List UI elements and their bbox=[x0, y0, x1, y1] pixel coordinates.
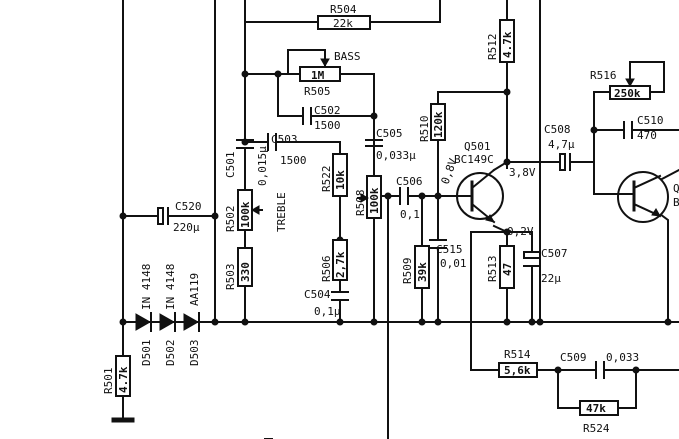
r510-body bbox=[430, 103, 446, 141]
transistors bbox=[456, 160, 669, 224]
c509-name: C509 bbox=[560, 351, 587, 364]
c504-name: C504 bbox=[304, 288, 331, 301]
d503-name: D503 bbox=[188, 340, 201, 367]
c510-value: 470 bbox=[637, 129, 657, 142]
c505-name: C505 bbox=[376, 127, 403, 140]
r522-value: 10k bbox=[334, 170, 347, 190]
r508-name: R508 bbox=[354, 190, 367, 217]
ground-symbol bbox=[111, 417, 135, 423]
junction-dots bbox=[119, 70, 672, 374]
voltage-emitter: 0,2V bbox=[507, 225, 534, 238]
r505-name: R505 bbox=[304, 85, 331, 98]
r512-body bbox=[499, 19, 515, 63]
r514-name: R514 bbox=[504, 348, 531, 361]
c520-value: 220μ bbox=[173, 221, 200, 234]
r510-name: R510 bbox=[418, 116, 431, 143]
r504-name: R504 bbox=[330, 3, 357, 16]
r502-name: R502 bbox=[224, 206, 237, 233]
c507-name: C507 bbox=[541, 247, 568, 260]
q502-type-cut: B bbox=[673, 196, 679, 209]
c506-value: 0,1 bbox=[400, 208, 420, 221]
r503-body bbox=[237, 247, 253, 287]
r510-value: 120k bbox=[432, 111, 445, 138]
d502-name: D502 bbox=[164, 340, 177, 367]
r509-value: 39k bbox=[416, 262, 429, 282]
r505-value: 1M bbox=[311, 69, 325, 82]
voltage-collector: 3,8V bbox=[509, 166, 536, 179]
r512-value: 4.7k bbox=[501, 31, 514, 58]
c501-value: 0,015μ bbox=[256, 146, 269, 186]
r501-name: R501 bbox=[102, 368, 115, 395]
labels: R504 22k BASS 1M R505 C502 1500 C503 150… bbox=[102, 3, 679, 435]
r512-name: R512 bbox=[486, 34, 499, 61]
q502-body bbox=[617, 171, 669, 223]
r513-value: 47 bbox=[501, 263, 514, 276]
d501-type: IN 4148 bbox=[140, 264, 153, 310]
c508-name: C508 bbox=[544, 123, 571, 136]
c502-name: C502 bbox=[314, 104, 341, 117]
d502-type: IN 4148 bbox=[164, 264, 177, 310]
diodes bbox=[135, 312, 200, 332]
c503-name: C503 bbox=[271, 133, 298, 146]
c507-value: 22μ bbox=[541, 272, 561, 285]
c502-value: 1500 bbox=[314, 119, 341, 132]
r502-value: 100k bbox=[239, 201, 252, 228]
c520-name: C520 bbox=[175, 200, 202, 213]
r516-name: R516 bbox=[590, 69, 617, 82]
c503-value: 1500 bbox=[280, 154, 307, 167]
r522-name: R522 bbox=[320, 166, 333, 193]
d501-name: D501 bbox=[140, 340, 153, 367]
r505-body bbox=[299, 66, 341, 82]
r504-value: 22k bbox=[333, 17, 353, 30]
bass-label: BASS bbox=[334, 50, 361, 63]
r509-body bbox=[414, 245, 430, 289]
capacitors bbox=[157, 107, 633, 379]
c510-name: C510 bbox=[637, 114, 664, 127]
r508-value: 100k bbox=[368, 187, 381, 214]
r503-name: R503 bbox=[224, 264, 237, 291]
pot-wipers bbox=[250, 58, 635, 215]
q501-type: BC149C bbox=[454, 153, 494, 166]
wires bbox=[122, 0, 679, 439]
treble-label: TREBLE bbox=[275, 192, 288, 232]
r506-value: 2,7k bbox=[334, 251, 347, 278]
voltage-base: 0,8V bbox=[439, 156, 460, 186]
r513-name: R513 bbox=[486, 256, 499, 283]
r524-body bbox=[579, 400, 619, 416]
r503-value: 330 bbox=[239, 262, 252, 282]
d503-type: AA119 bbox=[188, 273, 201, 306]
q502-name-cut: Q bbox=[673, 182, 679, 195]
r509-name: R509 bbox=[401, 258, 414, 285]
r501-body bbox=[115, 355, 131, 397]
r506-name: R506 bbox=[320, 256, 333, 283]
r506-body bbox=[332, 239, 348, 281]
r516-value: 250k bbox=[614, 87, 641, 100]
r513-body bbox=[499, 245, 515, 289]
r524-name: R524 bbox=[583, 422, 610, 435]
r524-value: 47k bbox=[586, 402, 606, 415]
c504-value: 0,1μ bbox=[314, 305, 341, 318]
r514-body bbox=[498, 362, 538, 378]
c515-value: 0,01 bbox=[440, 257, 467, 270]
c505-value: 0,033μ bbox=[376, 149, 416, 162]
q501-name: Q501 bbox=[464, 140, 491, 153]
c501-name: C501 bbox=[224, 152, 237, 179]
c508-value: 4,7μ bbox=[548, 138, 575, 151]
resistors bbox=[115, 15, 651, 416]
r501-value: 4.7k bbox=[117, 366, 130, 393]
c515-name: C515 bbox=[436, 243, 463, 256]
c509-value: 0,033 bbox=[606, 351, 639, 364]
r514-value: 5,6k bbox=[504, 364, 531, 377]
r504-body bbox=[317, 15, 371, 30]
c506-name: C506 bbox=[396, 175, 423, 188]
r522-body bbox=[332, 153, 348, 197]
